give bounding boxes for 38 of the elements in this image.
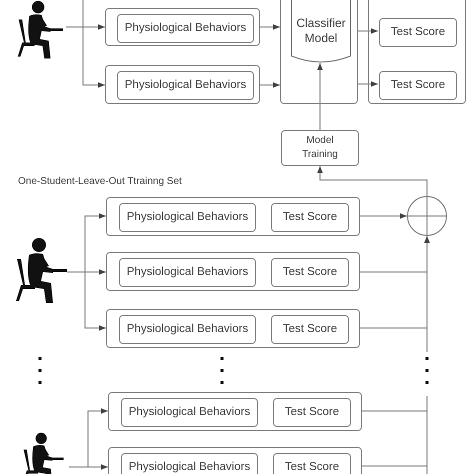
- arrow: [68, 464, 108, 470]
- arrow: [360, 236, 430, 328]
- arrow: [66, 272, 106, 331]
- process-box: Physiological Behaviors: [119, 315, 256, 344]
- arrow: [317, 166, 428, 196]
- arrow: [360, 213, 408, 219]
- process-box: Physiological Behaviors: [119, 203, 256, 232]
- arrow: [260, 24, 280, 30]
- process-box: Test Score: [271, 203, 349, 232]
- group-box: [106, 309, 360, 348]
- arrow: [66, 26, 106, 88]
- group-box: [280, 0, 358, 104]
- group-box: [106, 197, 360, 236]
- process-box: Physiological Behaviors: [119, 258, 256, 287]
- process-box: Test Score: [379, 71, 457, 100]
- group-box: [105, 8, 260, 46]
- process-box: Physiological Behaviors: [121, 453, 258, 474]
- process-box: Test Score: [271, 315, 349, 344]
- classifier-cylinder: Classifier Model: [291, 0, 351, 64]
- connector-line: [362, 396, 428, 466]
- group-box: [106, 252, 360, 291]
- process-box: Test Score: [273, 398, 351, 427]
- process-box: Test Score: [273, 453, 351, 474]
- process-box: Test Score: [379, 18, 457, 47]
- process-box: Model Training: [281, 130, 359, 166]
- process-box: Physiological Behaviors: [121, 398, 258, 427]
- group-box: [108, 392, 362, 431]
- group-box: [368, 0, 466, 104]
- process-box: Physiological Behaviors: [117, 71, 254, 100]
- arrow: [317, 62, 323, 130]
- process-box: Physiological Behaviors: [117, 14, 254, 43]
- arrow: [358, 81, 378, 87]
- process-box: Test Score: [271, 258, 349, 287]
- section-label: One-Student-Leave-Out Ttrainng Set: [18, 175, 182, 189]
- summing-junction-circle: [407, 196, 447, 236]
- arrow: [358, 28, 378, 34]
- group-box: [105, 65, 260, 104]
- arrow: [260, 82, 280, 88]
